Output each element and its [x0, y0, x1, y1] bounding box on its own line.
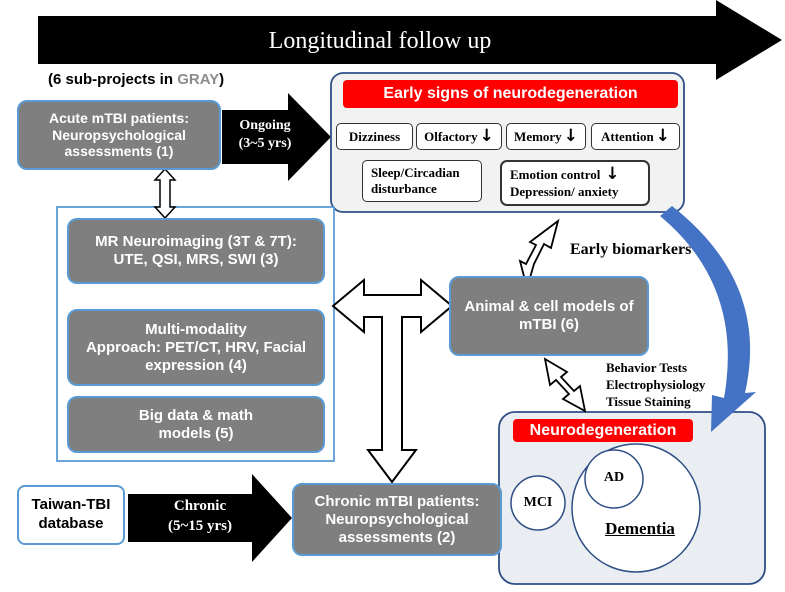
- down-arrow-icon: ↓: [563, 126, 578, 146]
- taiwan-tbi-database-box: Taiwan-TBI database: [17, 485, 125, 545]
- multi-modality-box: Multi-modality Approach: PET/CT, HRV, Fa…: [67, 309, 325, 386]
- tag-emotion-control: Emotion control↓ Depression/ anxiety: [500, 160, 650, 206]
- imaging-group-frame: [56, 206, 335, 462]
- banner-label: Longitudinal follow up: [268, 27, 492, 54]
- subprojects-note: (6 sub-projects in GRAY): [48, 71, 225, 88]
- ad-circle: [584, 449, 644, 509]
- early-signs-title: Early signs of neurodegeneration: [343, 80, 678, 108]
- early-biomarkers-label: Early biomarkers: [570, 241, 692, 258]
- tag-dizziness: Dizziness: [336, 123, 413, 150]
- mr-neuroimaging-box: MR Neuroimaging (3T & 7T): UTE, QSI, MRS…: [67, 218, 325, 284]
- chronic-arrow: [128, 474, 292, 562]
- down-arrow-icon: ↓: [605, 164, 620, 185]
- big-data-box: Big data & math models (5): [67, 396, 325, 453]
- down-arrow-icon: ↓: [479, 126, 494, 146]
- neurodegeneration-title: Neurodegeneration: [513, 419, 693, 442]
- acute-mr-double-arrow: [153, 167, 177, 220]
- animal-cell-models-box: Animal & cell models of mTBI (6): [449, 276, 649, 356]
- mci-circle: [510, 475, 566, 531]
- ongoing-label: Ongoing (3~5 yrs): [238, 118, 292, 151]
- ad-label: AD: [603, 470, 625, 485]
- tag-attention: Attention↓: [591, 123, 680, 150]
- ongoing-arrow: [222, 93, 331, 181]
- longitudinal-arrow: [38, 0, 782, 80]
- t-shaped-arrow: [331, 277, 454, 484]
- down-arrow-icon: ↓: [655, 126, 670, 146]
- acute-mtbi-box: Acute mTBI patients: Neuropsychological …: [17, 100, 221, 170]
- mci-label: MCI: [523, 495, 553, 510]
- tag-olfactory: Olfactory↓: [416, 123, 502, 150]
- animal-neuro-double-arrow: [543, 357, 587, 413]
- tag-memory: Memory↓: [506, 123, 586, 150]
- tests-list: Behavior Tests Electrophysiology Tissue …: [606, 360, 706, 409]
- early-biomarkers-double-arrow: [518, 218, 560, 292]
- chronic-label: Chronic (5~15 yrs): [167, 498, 233, 534]
- chronic-mtbi-box: Chronic mTBI patients: Neuropsychologica…: [292, 483, 502, 556]
- gray-highlight: GRAY: [177, 71, 220, 88]
- curved-blue-arrow: [660, 206, 756, 432]
- tag-sleep-circadian: Sleep/Circadian disturbance: [362, 160, 482, 202]
- dementia-label: Dementia: [605, 519, 675, 538]
